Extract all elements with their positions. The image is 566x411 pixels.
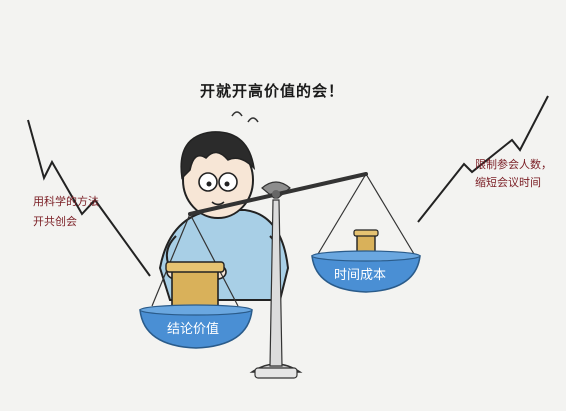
left-pan-label: 结论价值 <box>166 322 219 337</box>
left-pan <box>139 309 253 349</box>
person-hair <box>180 131 256 180</box>
thought-marks <box>231 111 259 123</box>
right-pan-label: 时间成本 <box>333 268 386 283</box>
scale-pivot <box>272 190 280 198</box>
headline: 开就开高价值的会！ <box>200 82 345 100</box>
right-lightning-stroke <box>417 95 549 223</box>
left-note-line2: 开共创会 <box>33 215 77 228</box>
right-note-line1: 限制参会人数， <box>475 158 552 171</box>
left-lightning-stroke <box>27 119 151 277</box>
right-note: 限制参会人数， 缩短会议时间 <box>475 156 552 192</box>
scale-pillar <box>269 199 283 367</box>
left-note-line1: 用科学的方法 <box>33 195 99 208</box>
person-mouth <box>211 201 225 206</box>
left-note: 用科学的方法 开共创会 <box>33 192 99 232</box>
right-pan <box>311 255 421 293</box>
scale-base-plate <box>254 367 298 379</box>
right-note-line2: 缩短会议时间 <box>475 176 541 189</box>
